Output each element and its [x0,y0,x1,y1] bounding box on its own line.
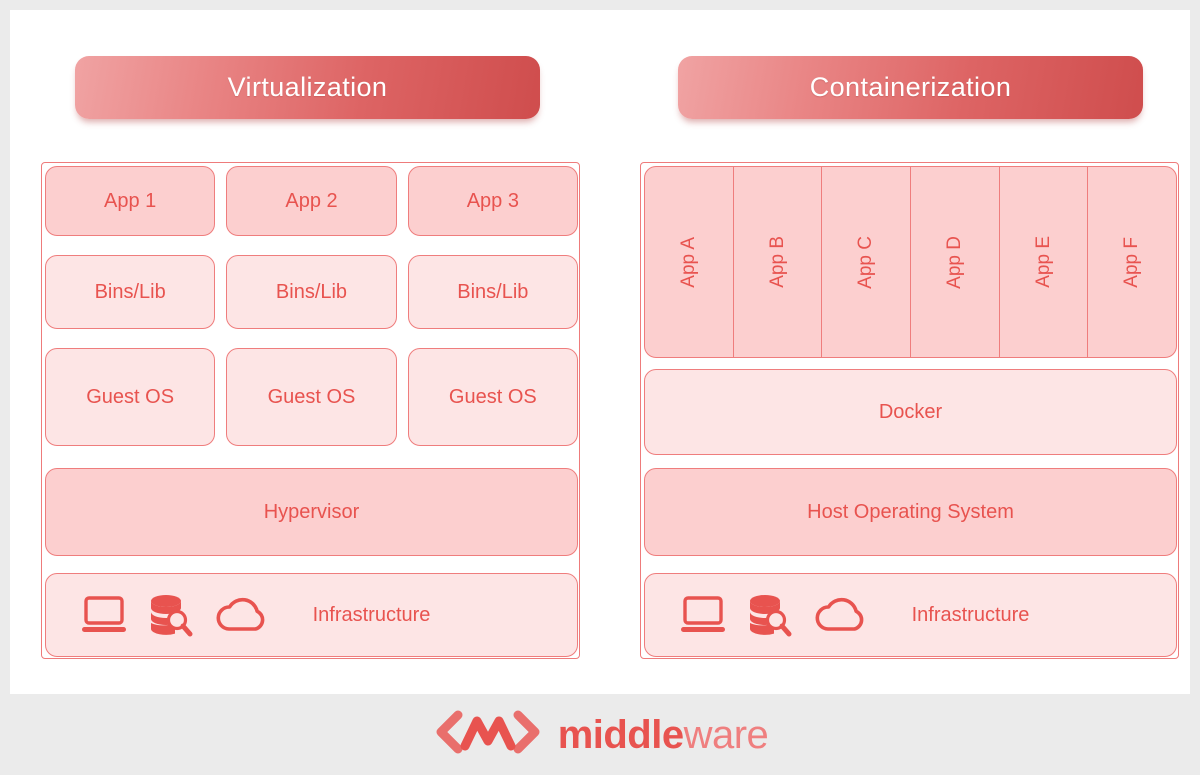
section-header-virtualization-label: Virtualization [227,72,388,102]
brand-wordmark: middleware [558,715,769,755]
section-header-containerization: Containerization [678,56,1143,119]
docker-label: Docker [878,400,943,423]
container-app-label: App A [677,236,699,288]
diagram-card: Virtualization Containerization App 1 Ap… [10,10,1190,694]
laptop-icon [80,595,128,635]
container-app-label: App F [1121,236,1143,288]
docker-box: Docker [644,369,1177,455]
container-app-cell: App E [1000,167,1089,357]
guest-os-label: Guest OS [86,385,175,408]
bins-lib-box: Bins/Lib [226,255,397,329]
infrastructure-icon-group [679,593,871,637]
app-box: App 3 [407,166,578,236]
container-app-cell: App D [911,167,1000,357]
app-box-label: App 1 [104,189,157,212]
container-app-label: App B [766,236,788,288]
container-app-cell: App C [822,167,912,357]
infrastructure-label-left: Infrastructure [312,603,431,626]
infrastructure-icon-group [80,593,272,637]
guest-os-label: Guest OS [448,385,537,408]
container-app-label: App E [1032,236,1054,288]
container-app-cell: App F [1088,167,1176,357]
containerization-stack: App A App B App C App D App E App F [640,162,1179,659]
footer-brand-bar: middleware [0,694,1200,775]
bins-lib-label: Bins/Lib [94,280,166,303]
cloud-icon [813,595,871,635]
section-header-containerization-label: Containerization [809,72,1012,102]
container-app-label: App D [943,235,965,289]
app-box: App 1 [45,166,216,236]
section-header-virtualization: Virtualization [75,56,540,119]
brand-wordmark-primary: middle [557,712,684,757]
virtualization-bins-row: Bins/Lib Bins/Lib Bins/Lib [45,255,578,329]
hypervisor-label: Hypervisor [263,500,360,523]
app-box: App 2 [226,166,397,236]
bins-lib-box: Bins/Lib [45,255,216,329]
virtualization-stack: App 1 App 2 App 3 Bins/Lib Bins/Lib Bins… [41,162,580,659]
guest-os-label: Guest OS [267,385,356,408]
infrastructure-label-right: Infrastructure [911,603,1030,626]
bins-lib-box: Bins/Lib [407,255,578,329]
container-app-cell: App B [734,167,823,357]
app-box-label: App 3 [466,189,519,212]
virtualization-app-row: App 1 App 2 App 3 [45,166,578,236]
guest-os-box: Guest OS [45,348,216,446]
host-operating-system-box: Host Operating System [644,468,1177,556]
guest-os-box: Guest OS [407,348,578,446]
infrastructure-box-left: Infrastructure [45,573,578,657]
bins-lib-label: Bins/Lib [457,280,529,303]
infrastructure-box-right: Infrastructure [644,573,1177,657]
guest-os-box: Guest OS [226,348,397,446]
containerization-app-row: App A App B App C App D App E App F [644,166,1177,358]
host-operating-system-label: Host Operating System [807,500,1014,523]
bins-lib-label: Bins/Lib [275,280,348,303]
brand-wordmark-secondary: ware [683,712,769,757]
database-search-icon [147,593,195,637]
virtualization-guest-os-row: Guest OS Guest OS Guest OS [45,348,578,446]
laptop-icon [679,595,727,635]
container-app-cell: App A [645,167,734,357]
container-app-label: App C [855,235,877,289]
cloud-icon [214,595,272,635]
middleware-logo-icon [432,709,544,760]
database-search-icon [746,593,794,637]
hypervisor-box: Hypervisor [45,468,578,556]
app-box-label: App 2 [285,189,338,212]
